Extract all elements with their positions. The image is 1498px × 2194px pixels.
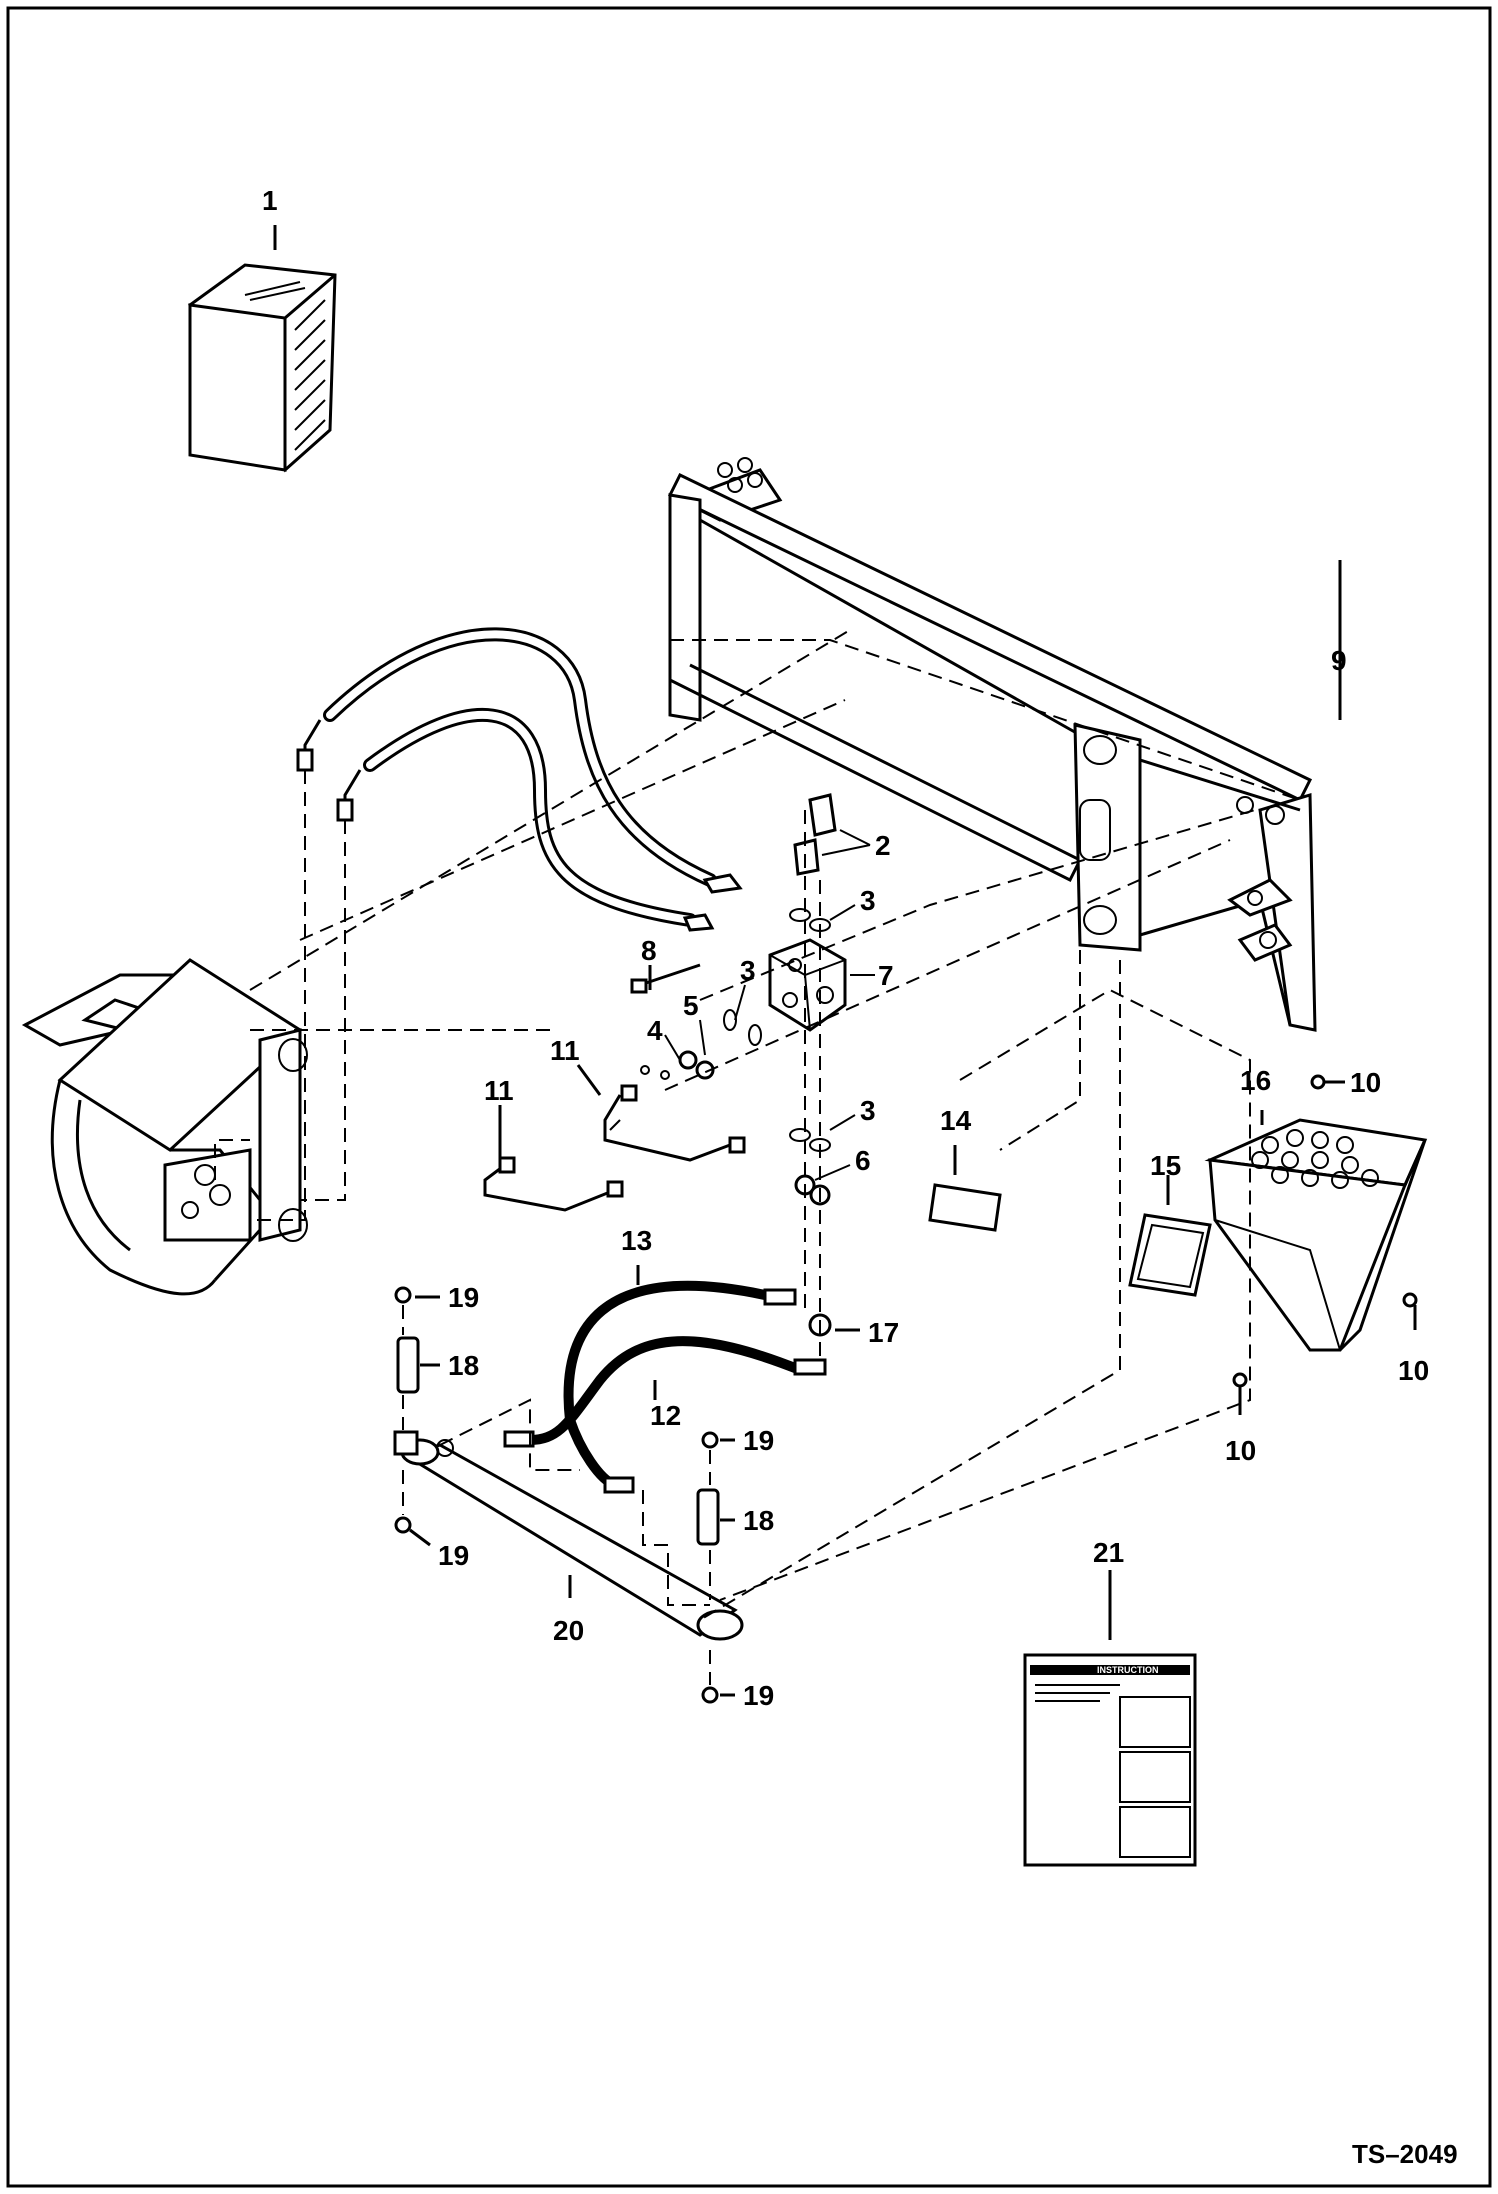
callout-9: 9 [1331, 645, 1347, 676]
part-20-cylinder [393, 1430, 744, 1641]
callout-1: 1 [262, 185, 278, 216]
page-border [6, 6, 1492, 2188]
callout-19-bottom-right: 19 [743, 1680, 774, 1711]
callout-16: 16 [1240, 1065, 1271, 1096]
callout-3-upper: 3 [860, 885, 876, 916]
callout-20: 20 [553, 1615, 584, 1646]
callout-21: 21 [1093, 1537, 1124, 1568]
callout-6: 6 [855, 1145, 871, 1176]
o-rings-and-bolt [609, 908, 832, 1337]
part-14-decal [928, 1145, 1002, 1232]
callout-7: 7 [878, 960, 894, 991]
part-21-instruction-card [1023, 1570, 1197, 1867]
document-id: TS–2049 [1352, 2139, 1458, 2169]
callout-5: 5 [683, 990, 699, 1021]
callout-18-right: 18 [743, 1505, 774, 1536]
callout-15: 15 [1150, 1150, 1181, 1181]
callout-3-middle: 3 [740, 955, 756, 986]
callout-13: 13 [621, 1225, 652, 1256]
instruction-card-heading: INSTRUCTION [1097, 1665, 1159, 1675]
part-16-cover [1204, 1074, 1428, 1352]
callout-2: 2 [875, 830, 891, 861]
callout-19-bottom-left: 19 [438, 1540, 469, 1571]
callout-4: 4 [647, 1015, 663, 1046]
part-7-valve [768, 938, 875, 1032]
part-15-decal [1128, 1175, 1212, 1297]
hoses-12-13 [503, 1280, 827, 1494]
callout-10-top: 10 [1350, 1067, 1381, 1098]
upper-hoses [296, 627, 743, 932]
callout-3-lower: 3 [860, 1095, 876, 1126]
callout-11-right: 11 [550, 1035, 580, 1066]
assembly-dash-lines [214, 560, 1342, 1685]
mounting-frame [667, 457, 1317, 1032]
pump-mount-assembly [21, 958, 308, 1296]
callout-8: 8 [641, 935, 657, 966]
leader-lines [409, 904, 1417, 1697]
callout-10-bottom: 10 [1225, 1435, 1256, 1466]
callout-17: 17 [868, 1317, 899, 1348]
callout-14: 14 [940, 1105, 972, 1136]
callout-11-left: 11 [484, 1075, 514, 1106]
part-1-manual-box [188, 225, 337, 473]
part-2-fittings [793, 793, 871, 876]
pins-and-clips [394, 1286, 1318, 1704]
callout-19-top-left: 19 [448, 1282, 479, 1313]
callout-labels: 1 2 3 3 3 4 5 6 7 8 9 10 10 10 11 11 12 … [262, 185, 1429, 1711]
callout-12: 12 [650, 1400, 681, 1431]
callout-19-top-right: 19 [743, 1425, 774, 1456]
callout-10-right: 10 [1398, 1355, 1429, 1386]
callout-18-left: 18 [448, 1350, 479, 1381]
part-11-tube-lines [483, 1084, 746, 1212]
